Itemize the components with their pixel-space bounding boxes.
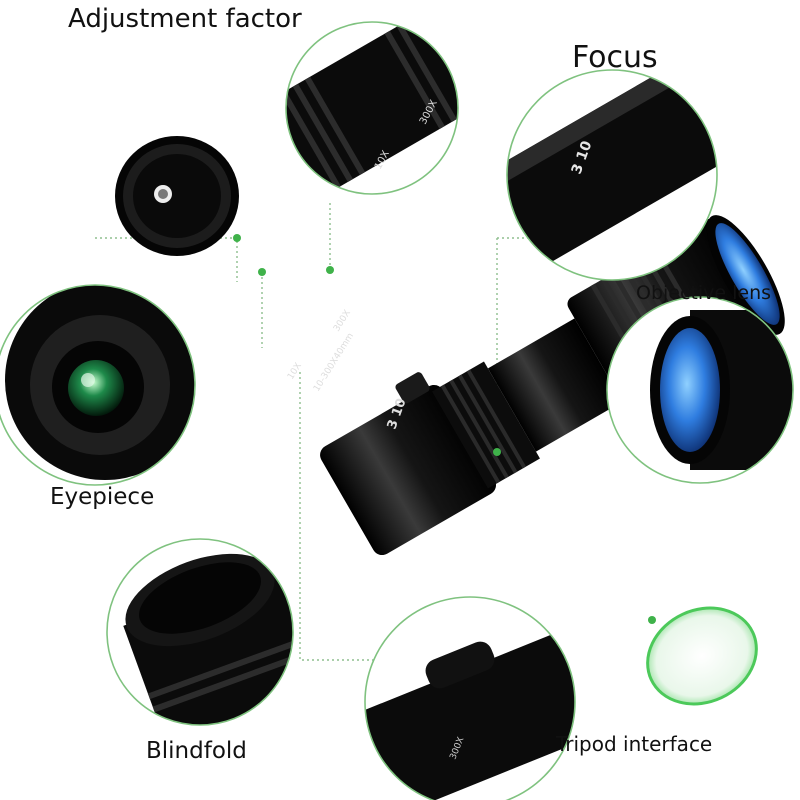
- lens-filter: [646, 606, 758, 706]
- guide-dots: [233, 234, 656, 624]
- label-adjustment-factor: Adjustment factor: [68, 4, 302, 34]
- engraving-zoom-min: 10X: [286, 361, 304, 381]
- label-eyepiece: Eyepiece: [50, 484, 155, 510]
- callout-eyepiece: [0, 284, 196, 486]
- label-focus: Focus: [572, 40, 658, 75]
- label-blindfold: Blindfold: [146, 738, 247, 764]
- engraving-spec: 10-300X40mm: [312, 331, 356, 393]
- callout-tripod: 300X: [364, 596, 576, 800]
- label-objective-lens: Objective lens: [636, 282, 772, 304]
- label-tripod-interface: Tripod interface: [556, 732, 713, 756]
- callout-focus: 3 10: [506, 69, 718, 281]
- callout-blindfold: [106, 538, 294, 726]
- eyepiece-cap: [115, 136, 239, 256]
- callout-objective: [606, 296, 794, 484]
- body-engravings: 10-300X40mm 10X 300X 3 10: [286, 308, 410, 431]
- engraving-zoom-max: 300X: [332, 308, 353, 333]
